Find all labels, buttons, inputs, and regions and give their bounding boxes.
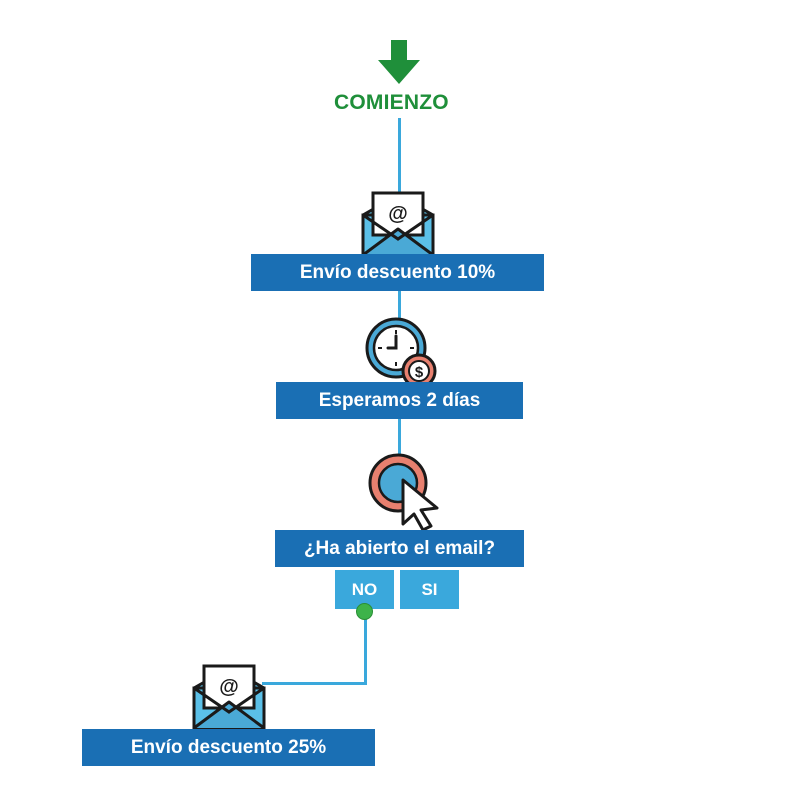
email-icon: @ <box>361 191 435 257</box>
connector-email-to-wait <box>398 290 401 320</box>
connector-no-vertical <box>364 613 367 685</box>
connector-no-horizontal <box>262 682 367 685</box>
step-send-discount-10: Envío descuento 10% <box>251 254 544 291</box>
branch-node-dot <box>356 603 373 620</box>
click-cursor-icon <box>368 453 439 532</box>
connector-start-to-email <box>398 118 401 194</box>
step-send-discount-25: Envío descuento 25% <box>82 729 375 766</box>
step-wait-2-days: Esperamos 2 días <box>276 382 523 419</box>
svg-text:$: $ <box>415 364 424 381</box>
clock-money-icon: $ <box>365 317 437 389</box>
connector-wait-to-question <box>398 419 401 455</box>
option-yes: SI <box>400 570 459 609</box>
start-label: COMIENZO <box>334 91 449 114</box>
svg-text:@: @ <box>388 203 408 225</box>
email-icon: @ <box>192 664 266 730</box>
step-opened-email-question: ¿Ha abierto el email? <box>275 530 524 567</box>
down-arrow-icon <box>378 40 420 84</box>
option-no: NO <box>335 570 394 609</box>
svg-text:@: @ <box>219 676 239 698</box>
